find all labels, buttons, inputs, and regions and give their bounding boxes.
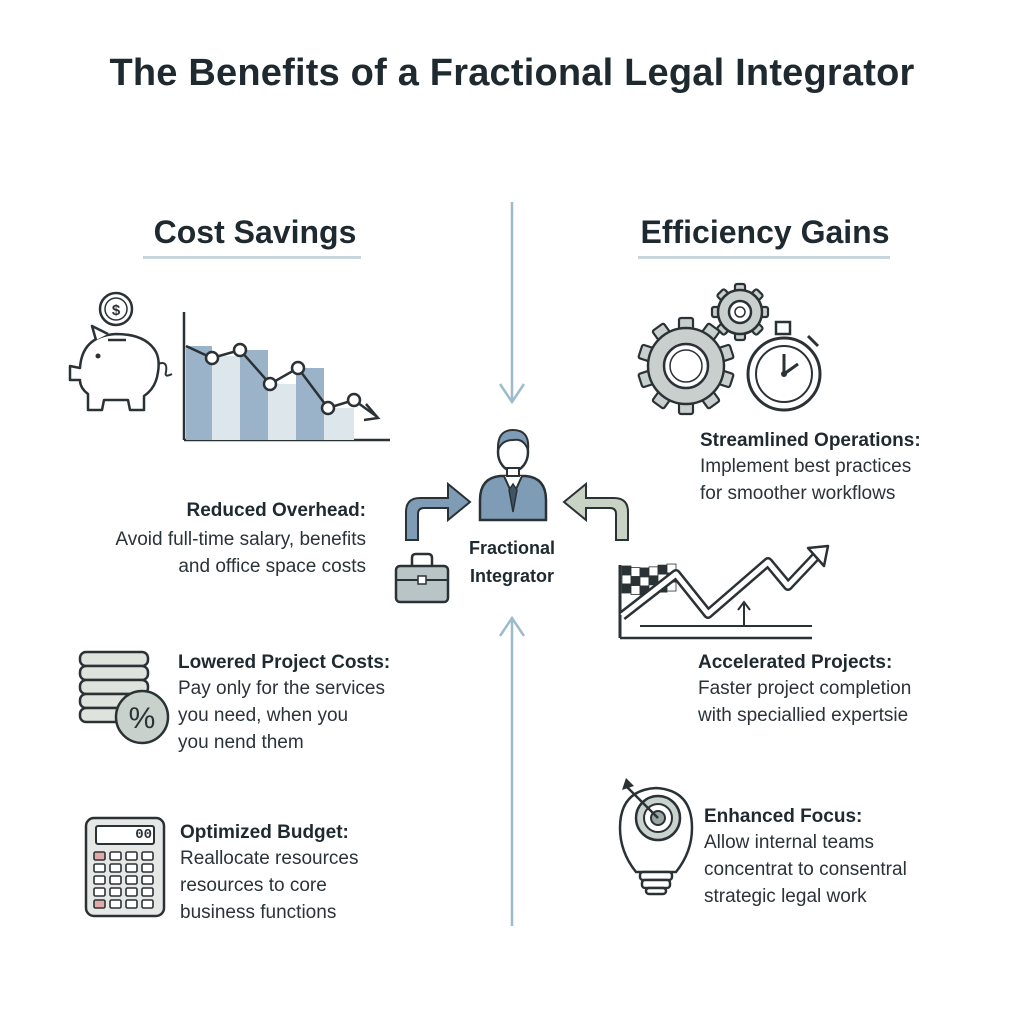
briefcase-icon xyxy=(394,552,450,604)
calculator-key xyxy=(93,887,106,897)
enhanced-focus-line2: concentrat to consentral xyxy=(704,859,907,880)
optimized-budget-line1: Reallocate resources xyxy=(180,848,359,869)
lowered-project-costs-title: Lowered Project Costs: xyxy=(178,652,391,673)
flag-check xyxy=(639,576,650,587)
calculator-display: 00 xyxy=(135,827,152,843)
bottom-arrowhead xyxy=(498,615,526,637)
calculator-key xyxy=(141,899,154,909)
flag-check xyxy=(621,574,632,585)
calculator-key xyxy=(109,875,122,885)
accelerated-projects-block: Accelerated Projects: Faster project com… xyxy=(698,652,998,729)
flag-check xyxy=(621,565,632,576)
center-label: Fractional Integrator xyxy=(452,534,572,590)
calculator-key xyxy=(93,863,106,873)
lowered-project-costs-line1: Pay only for the services xyxy=(178,678,385,699)
person-icon xyxy=(478,428,548,522)
calculator-key xyxy=(93,899,106,909)
reduced-overhead-block: Reduced Overhead: Avoid full-time salary… xyxy=(60,500,366,580)
calculator-key xyxy=(141,875,154,885)
stopwatch-icon xyxy=(746,320,822,412)
flag-check xyxy=(657,564,668,575)
page-title: The Benefits of a Fractional Legal Integ… xyxy=(109,52,915,94)
calculator-key xyxy=(109,887,122,897)
gear-hub xyxy=(734,306,746,318)
top-arrowhead xyxy=(498,383,526,405)
lowered-project-costs-line3: you nend them xyxy=(178,732,304,753)
declining-chart-icon xyxy=(182,312,390,442)
right-bent-arrow xyxy=(562,481,629,541)
reduced-overhead-line2: and office space costs xyxy=(178,556,366,577)
flag-check xyxy=(621,583,632,594)
optimized-budget-line3: business functions xyxy=(180,902,337,923)
enhanced-focus-line1: Allow internal teams xyxy=(704,832,875,853)
calculator-key xyxy=(125,899,138,909)
optimized-budget-title: Optimized Budget: xyxy=(180,822,349,843)
lowered-project-costs-block: Lowered Project Costs: Pay only for the … xyxy=(178,652,458,756)
svg-text:$: $ xyxy=(112,302,121,319)
streamlined-operations-line2: for smoother workflows xyxy=(700,483,896,504)
accelerated-projects-line2: with speciallied expertsie xyxy=(698,705,909,726)
calculator-key xyxy=(125,887,138,897)
calculator-key xyxy=(125,875,138,885)
rising-arrow-icon xyxy=(618,544,830,640)
calculator-key xyxy=(109,899,122,909)
center-label-line1: Fractional xyxy=(468,538,556,558)
efficiency-gains-underline xyxy=(638,256,890,259)
calculator-key xyxy=(109,851,122,861)
flag-check xyxy=(630,585,641,595)
streamlined-operations-block: Streamlined Operations: Implement best p… xyxy=(700,430,1000,507)
calculator-key xyxy=(93,875,106,885)
optimized-budget-block: Optimized Budget: Reallocate resources r… xyxy=(180,822,460,926)
calculator-key xyxy=(141,863,154,873)
left-bent-arrow xyxy=(405,481,472,541)
accelerated-projects-title: Accelerated Projects: xyxy=(698,652,893,673)
enhanced-focus-block: Enhanced Focus: Allow internal teams con… xyxy=(704,806,1004,910)
enhanced-focus-title: Enhanced Focus: xyxy=(704,806,863,827)
cost-savings-heading: Cost Savings xyxy=(153,214,357,250)
efficiency-gains-heading: Efficiency Gains xyxy=(640,214,890,250)
calculator-key xyxy=(93,851,106,861)
calculator-key xyxy=(125,863,138,873)
gear-hub xyxy=(669,349,703,383)
percent-icon: % xyxy=(114,689,170,745)
optimized-budget-line2: resources to core xyxy=(180,875,327,896)
reduced-overhead-title: Reduced Overhead: xyxy=(186,500,367,521)
flag-check xyxy=(630,576,641,586)
calculator-key xyxy=(141,851,154,861)
flag-check xyxy=(648,566,659,577)
calculator-key xyxy=(109,863,122,873)
gears-icon xyxy=(637,282,770,416)
flag-check xyxy=(630,567,641,577)
cost-savings-underline xyxy=(143,256,361,259)
center-label-line2: Integrator xyxy=(469,566,554,586)
lowered-project-costs-line2: you need, when you xyxy=(178,705,349,726)
streamlined-operations-title: Streamlined Operations: xyxy=(700,430,921,451)
flag-check xyxy=(639,567,650,578)
svg-text:%: % xyxy=(129,702,156,735)
piggy-bank-icon xyxy=(68,324,173,412)
calculator-key xyxy=(141,887,154,897)
reduced-overhead-line1: Avoid full-time salary, benefits xyxy=(115,529,366,550)
accelerated-projects-line1: Faster project completion xyxy=(698,678,912,699)
dollar-coin-icon: $ xyxy=(98,291,134,327)
lightbulb-target-icon xyxy=(618,778,694,896)
calculator-key xyxy=(125,851,138,861)
enhanced-focus-line3: strategic legal work xyxy=(704,886,867,907)
streamlined-operations-line1: Implement best practices xyxy=(700,456,912,477)
